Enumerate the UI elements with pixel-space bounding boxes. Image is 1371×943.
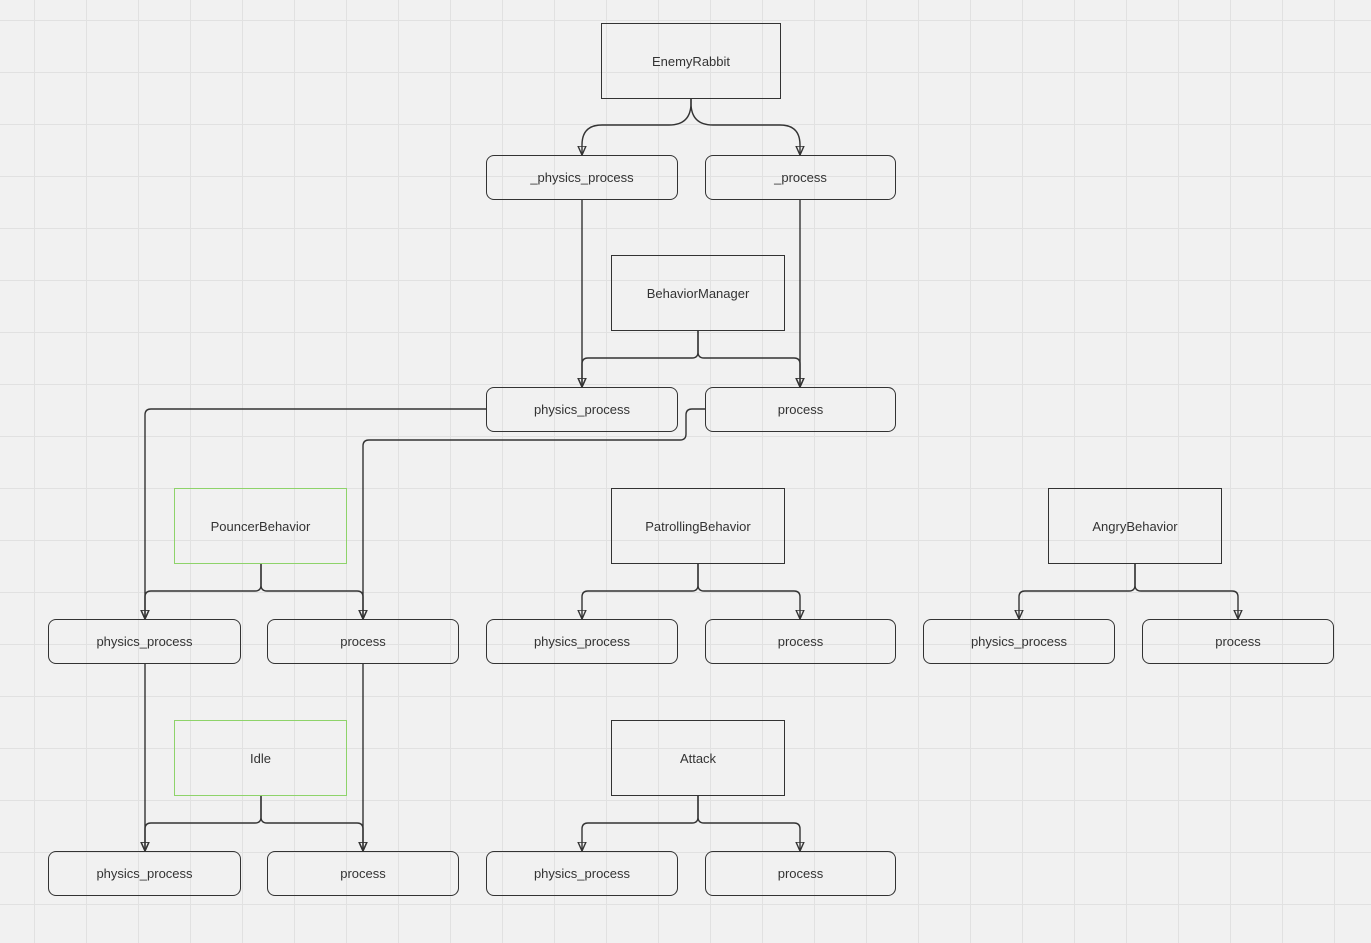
node-label: process — [777, 634, 824, 649]
node-label: process — [777, 402, 824, 417]
edge-angry-to-process — [1134, 563, 1238, 619]
edge-enemyrabbit-to-process — [690, 99, 800, 155]
edge-attack-to-process — [697, 795, 800, 851]
node-label: physics_process — [533, 866, 631, 881]
node-label: AngryBehavior — [1092, 518, 1178, 534]
edge-angry-to-physics-process — [1019, 563, 1136, 619]
node-label: PouncerBehavior — [210, 518, 311, 534]
node-attack-physics-process[interactable]: physics_process — [486, 851, 678, 896]
edge-attack-to-physics-process — [582, 795, 699, 851]
node-patrolling-process[interactable]: process — [705, 619, 896, 664]
node-label: _process — [774, 170, 827, 185]
edge-pouncer-to-process — [260, 563, 363, 619]
edge-patrolling-to-process — [697, 563, 800, 619]
node-idle-process[interactable]: process — [267, 851, 459, 896]
node-label: PatrollingBehavior — [645, 518, 751, 534]
node-attack[interactable]: Attack — [611, 720, 785, 796]
node-label: physics_process — [96, 866, 193, 881]
node-idle-physics-process[interactable]: physics_process — [48, 851, 241, 896]
node-rabbit-physics-process[interactable]: _physics_process — [486, 155, 678, 200]
edge-manager-physics-process-to-pouncer-physics-process — [145, 408, 486, 619]
node-label: EnemyRabbit — [651, 53, 731, 69]
node-pouncer-process[interactable]: process — [267, 619, 459, 664]
edge-enemyrabbit-to-physics-process — [582, 99, 692, 155]
node-label: Idle — [250, 750, 271, 766]
node-label: physics_process — [970, 634, 1068, 649]
node-label: process — [340, 634, 386, 649]
node-label: process — [777, 866, 824, 881]
node-pouncer-physics-process[interactable]: physics_process — [48, 619, 241, 664]
node-rabbit-process[interactable]: _process — [705, 155, 896, 200]
node-manager-physics-process[interactable]: physics_process — [486, 387, 678, 432]
node-label: _physics_process — [530, 170, 634, 185]
edge-behaviormanager-to-physics-process — [582, 331, 699, 387]
node-behavior-manager[interactable]: BehaviorManager — [611, 255, 785, 331]
node-angry-physics-process[interactable]: physics_process — [923, 619, 1115, 664]
node-label: physics_process — [96, 634, 193, 649]
edge-idle-to-physics-process — [145, 795, 262, 851]
node-label: process — [1215, 634, 1261, 649]
edge-manager-process-to-pouncer-process — [363, 408, 705, 619]
node-patrolling-behavior[interactable]: PatrollingBehavior — [611, 488, 785, 564]
node-enemy-rabbit[interactable]: EnemyRabbit — [601, 23, 781, 99]
node-angry-process[interactable]: process — [1142, 619, 1334, 664]
edge-behaviormanager-to-process — [697, 331, 800, 387]
node-manager-process[interactable]: process — [705, 387, 896, 432]
node-patrolling-physics-process[interactable]: physics_process — [486, 619, 678, 664]
node-label: physics_process — [533, 402, 631, 417]
edge-idle-to-process — [260, 795, 363, 851]
node-pouncer-behavior[interactable]: PouncerBehavior — [174, 488, 347, 564]
node-label: process — [340, 866, 386, 881]
edge-pouncer-to-physics-process — [145, 563, 262, 619]
node-attack-process[interactable]: process — [705, 851, 896, 896]
edge-patrolling-to-physics-process — [582, 563, 699, 619]
node-label: physics_process — [533, 634, 631, 649]
node-idle[interactable]: Idle — [174, 720, 347, 796]
node-label: BehaviorManager — [646, 285, 750, 301]
node-label: Attack — [679, 750, 717, 766]
node-angry-behavior[interactable]: AngryBehavior — [1048, 488, 1222, 564]
